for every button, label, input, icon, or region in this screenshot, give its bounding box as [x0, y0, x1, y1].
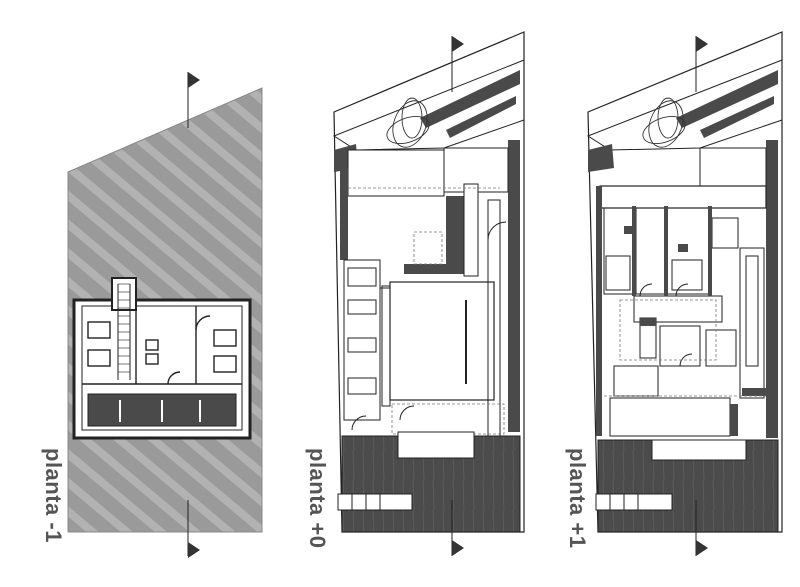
north-flag-icon: [187, 500, 200, 558]
tree-icon: [386, 97, 430, 148]
north-flag-icon: [695, 500, 708, 556]
north-flag-icon: [451, 500, 464, 556]
plan-basement: [67, 72, 263, 558]
floor-label-basement: planta -1: [41, 448, 66, 543]
floor-label-ground: planta +0: [305, 448, 330, 549]
north-flag-icon: [187, 72, 200, 128]
plan-first-floor: [586, 31, 783, 556]
north-flag-icon: [451, 36, 464, 92]
north-flag-icon: [695, 36, 708, 92]
plan-ground-floor: [332, 31, 525, 556]
floor-label-first: planta +1: [565, 448, 590, 549]
stair: [111, 277, 137, 311]
tree-icon: [642, 97, 686, 148]
